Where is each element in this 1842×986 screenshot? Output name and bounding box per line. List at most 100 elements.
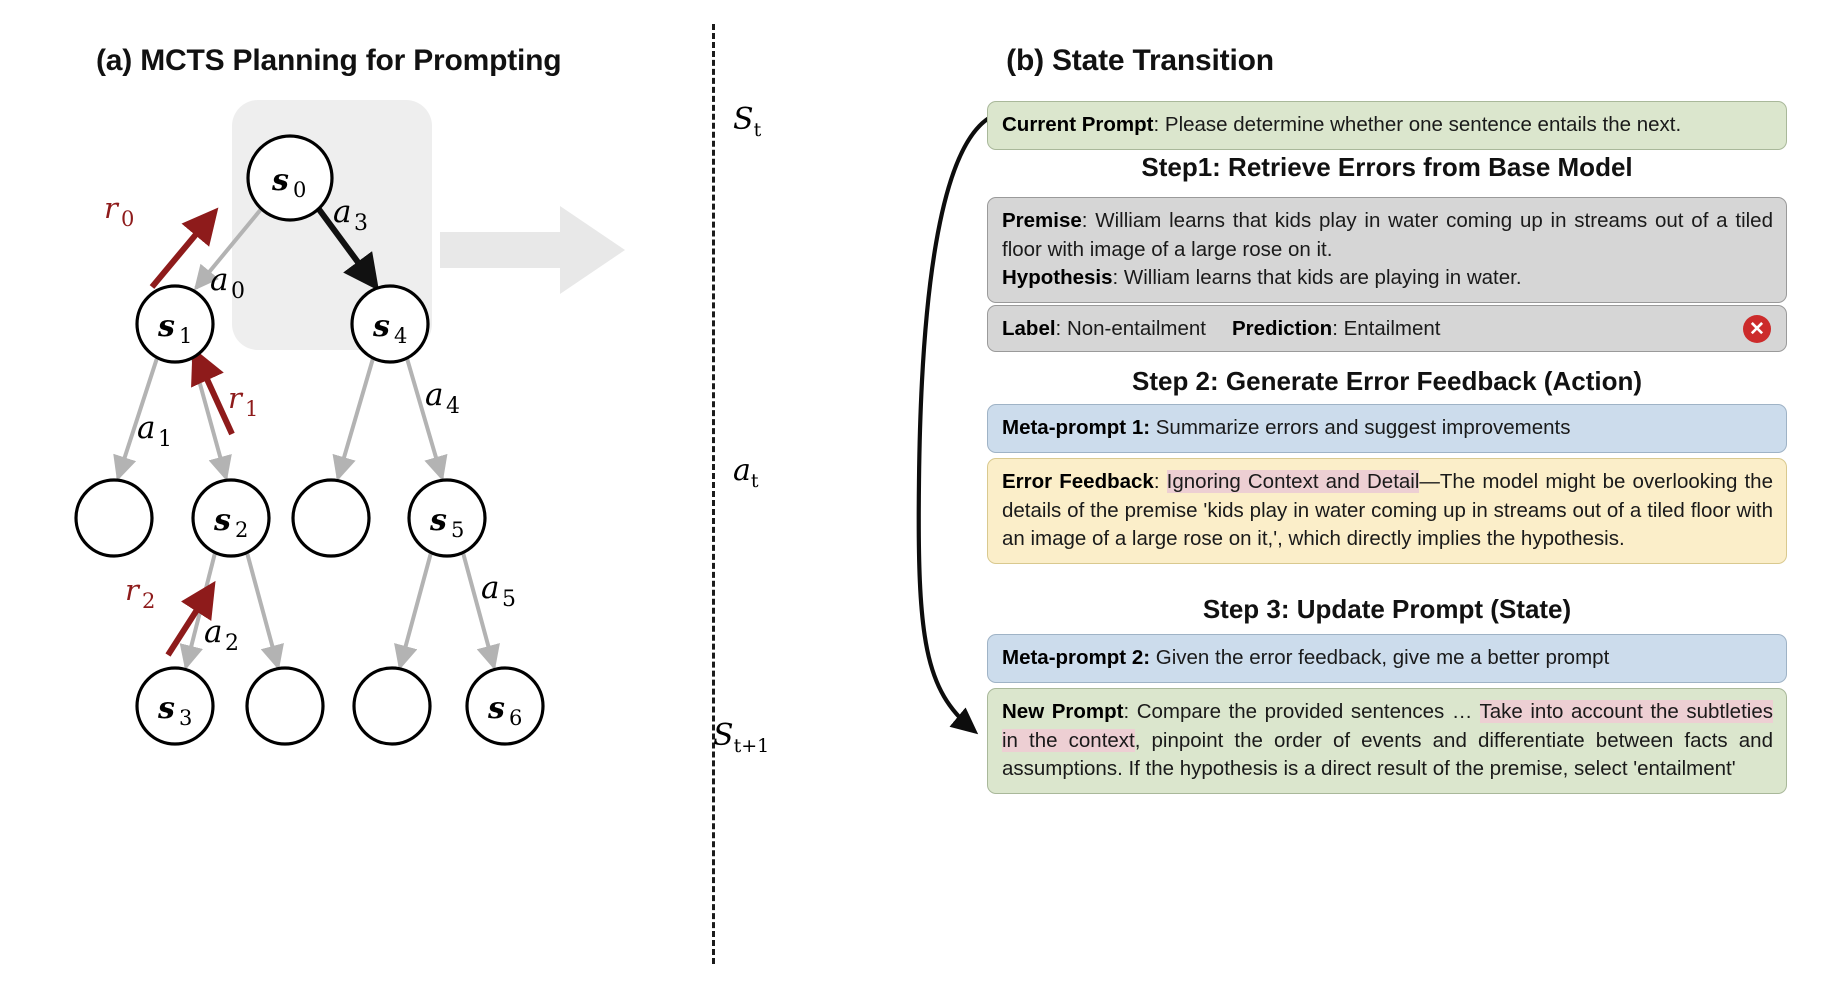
- meta-prompt-2-box: Meta-prompt 2: Given the error feedback,…: [987, 634, 1787, 683]
- new-prompt-post: , pinpoint the order of events and diffe…: [1002, 728, 1773, 781]
- panel-b-title: (b) State Transition: [1006, 44, 1274, 77]
- reward-arrow-r1: [191, 347, 235, 436]
- tree-node-s1: [135, 284, 215, 364]
- edge-label-a0: a: [210, 262, 228, 298]
- state-tag-at-sub: t: [750, 470, 759, 492]
- edge-label-a4: a: [425, 377, 443, 413]
- state-tag-st1: St+1: [713, 718, 769, 757]
- edge-s0-s4: [315, 206, 379, 291]
- new-prompt-pre: Compare the provided sentences …: [1136, 700, 1480, 723]
- edge-label-a5: a: [481, 570, 499, 606]
- error-feedback-highlight: Ignoring Context and Detail: [1166, 470, 1420, 493]
- error-feedback-box: Error Feedback: Ignoring Context and Det…: [987, 458, 1787, 564]
- premise-line: Premise: William learns that kids play i…: [1002, 207, 1773, 264]
- error-cross-icon: ✕: [1743, 315, 1771, 344]
- state-tag-st-sub: t: [753, 119, 762, 141]
- tree-node-sub-s0: 0: [293, 178, 306, 202]
- reward-label-r1: r: [228, 381, 244, 415]
- meta-prompt-1-label: Meta-prompt 1:: [1002, 416, 1151, 439]
- prediction-key: Prediction: [1231, 317, 1333, 340]
- error-feedback-label: Error Feedback: [1002, 470, 1154, 493]
- edge-label-a1-sub: 1: [158, 427, 172, 452]
- reward-arrow-r2: [165, 580, 216, 657]
- reward-label-r0: r: [104, 191, 120, 225]
- edge-label-a2: a: [204, 614, 222, 650]
- tree-node-empty-2: [291, 478, 371, 558]
- error-feedback-text: —The model might be overlooking the deta…: [1002, 470, 1773, 550]
- state-tag-at-letter: a: [733, 453, 751, 488]
- edge-label-a3: a: [333, 194, 351, 230]
- error-cross-glyph: ✕: [1749, 318, 1765, 340]
- edge-s4-s5: [404, 354, 448, 482]
- edge-s2-right: [244, 548, 284, 671]
- tree-node-label-s4: s: [372, 309, 390, 344]
- edge-s5-s6: [460, 548, 500, 671]
- tree-node-sub-s4: 4: [394, 324, 407, 348]
- tree-node-s3: [135, 666, 215, 746]
- tree-node-empty-3: [245, 666, 325, 746]
- state-tag-st: St: [733, 102, 761, 141]
- hypothesis-text: William learns that kids are playing in …: [1123, 266, 1522, 289]
- edge-s0-s1: [193, 206, 264, 291]
- hypothesis-label: Hypothesis: [1002, 266, 1113, 289]
- current-prompt-box: Current Prompt: Please determine whether…: [987, 101, 1787, 150]
- meta-prompt-2-label: Meta-prompt 2:: [1002, 646, 1151, 669]
- state-tag-st1-letter: S: [713, 718, 734, 753]
- reward-label-r2: r: [125, 573, 141, 607]
- meta-prompt-1-text: Summarize errors and suggest improvement…: [1150, 416, 1571, 439]
- meta-prompt-1-box: Meta-prompt 1: Summarize errors and sugg…: [987, 404, 1787, 453]
- step3-heading: Step 3: Update Prompt (State): [1202, 594, 1572, 624]
- current-prompt-sep: :: [1153, 113, 1165, 136]
- edge-label-a4-sub: 4: [446, 394, 460, 419]
- tree-node-sub-s3: 3: [179, 706, 192, 730]
- tree-node-sub-s2: 2: [235, 518, 248, 542]
- edge-s5-left: [394, 548, 434, 671]
- state-tag-st-letter: S: [733, 102, 754, 137]
- reward-arrow-r0: [149, 207, 219, 289]
- new-prompt-sep: :: [1123, 700, 1137, 723]
- state-transition-curve: [916, 116, 991, 735]
- premise-text: William learns that kids play in water c…: [1002, 209, 1773, 261]
- new-prompt-box: New Prompt: Compare the provided sentenc…: [987, 688, 1787, 794]
- mcts-tree: s 0 s 1 s 4 s 2 s 5 s 3 s 6 a 0 a 3 a 1 …: [74, 100, 625, 746]
- tree-node-sub-s1: 1: [179, 324, 192, 348]
- premise-hypothesis-box: Premise: William learns that kids play i…: [987, 197, 1787, 303]
- tree-node-empty-1: [74, 478, 154, 558]
- tree-node-label-s1: s: [157, 309, 175, 344]
- tree-node-s4: [350, 284, 430, 364]
- tree-node-empty-4: [352, 666, 432, 746]
- edge-label-a0-sub: 0: [231, 279, 245, 304]
- tree-node-label-s6: s: [487, 691, 505, 726]
- edge-label-a2-sub: 2: [225, 631, 239, 656]
- tree-node-label-s5: s: [429, 503, 447, 538]
- tree-node-sub-s5: 5: [451, 518, 464, 542]
- panel-a-title: (a) MCTS Planning for Prompting: [96, 44, 562, 77]
- tree-node-s5: [407, 478, 487, 558]
- tree-node-sub-s6: 6: [509, 706, 522, 730]
- premise-label: Premise: [1002, 209, 1082, 232]
- reward-label-r0-sub: 0: [121, 207, 134, 231]
- step1-heading: Step1: Retrieve Errors from Base Model: [1141, 152, 1633, 182]
- hypothesis-sep: :: [1112, 266, 1124, 289]
- current-prompt-text: Please determine whether one sentence en…: [1164, 113, 1682, 136]
- tree-node-s0: [246, 134, 334, 222]
- label-key: Label: [1002, 317, 1056, 340]
- hypothesis-line: Hypothesis: William learns that kids are…: [1002, 264, 1773, 293]
- tree-node-s6: [465, 666, 545, 746]
- state-transition-panel: (b) State Transition St at St+1 Current …: [713, 0, 1842, 986]
- step2-heading: Step 2: Generate Error Feedback (Action): [1131, 366, 1643, 396]
- tree-node-label-s0: s: [271, 163, 289, 198]
- reward-label-r2-sub: 2: [142, 589, 155, 613]
- edge-s4-left: [332, 354, 376, 482]
- flow-arrow-shape: [440, 206, 625, 294]
- state-tag-at: at: [733, 453, 759, 492]
- premise-sep: :: [1081, 209, 1096, 232]
- new-prompt-label: New Prompt: [1002, 700, 1124, 723]
- reward-label-r1-sub: 1: [245, 397, 258, 421]
- state-tag-st1-sub: t+1: [733, 735, 770, 757]
- prediction-value: : Entailment: [1332, 317, 1441, 340]
- edge-label-a1: a: [137, 410, 155, 446]
